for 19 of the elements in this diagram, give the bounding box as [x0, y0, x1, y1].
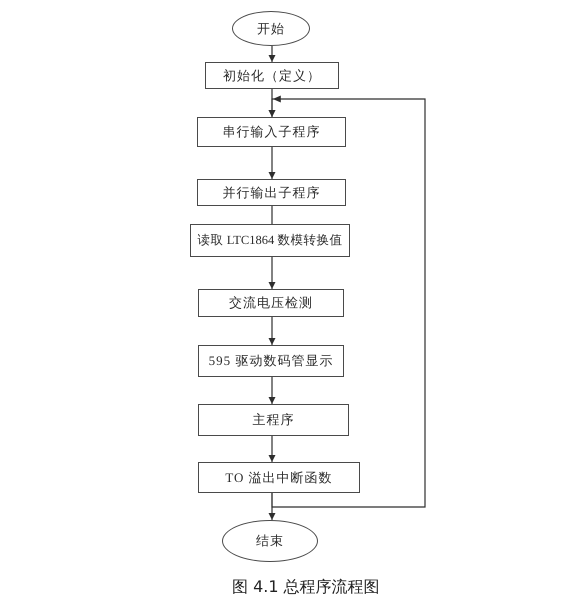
arrow — [268, 46, 276, 62]
arrow — [268, 317, 276, 345]
loop-arrow — [268, 96, 426, 508]
arrow — [268, 377, 276, 404]
arrow — [268, 257, 276, 289]
terminal-ellipse: 结束 — [222, 520, 318, 562]
process-box: 并行输出子程序 — [197, 179, 346, 206]
process-box: TO 溢出中断函数 — [198, 462, 360, 493]
figure-caption: 图 4.1 总程序流程图 — [232, 577, 380, 598]
terminal-ellipse: 开始 — [232, 11, 310, 46]
process-box: 主程序 — [198, 404, 349, 436]
arrow — [268, 436, 276, 462]
arrow — [268, 147, 276, 179]
process-box: 595 驱动数码管显示 — [198, 345, 344, 377]
process-box: 读取 LTC1864 数模转换值 — [190, 224, 350, 257]
process-box: 交流电压检测 — [198, 289, 344, 317]
process-box: 初始化（定义） — [205, 62, 339, 89]
connector-line — [271, 206, 273, 224]
process-box: 串行输入子程序 — [197, 117, 346, 147]
